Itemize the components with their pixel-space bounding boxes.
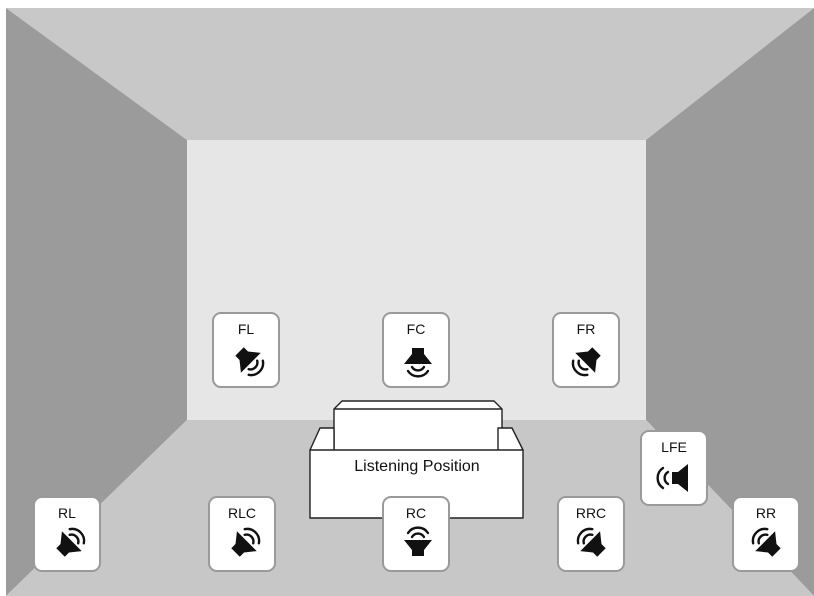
speaker-label: RRC	[559, 505, 623, 521]
speaker-label: RC	[384, 505, 448, 521]
speaker-front-right-icon	[568, 340, 608, 380]
speaker-label: LFE	[642, 439, 706, 455]
listening-position-label: Listening Position	[312, 458, 522, 476]
speaker-fc[interactable]: FC	[382, 312, 450, 388]
speaker-rear-center-icon	[398, 524, 438, 564]
speaker-rear-right-center-icon	[573, 524, 613, 564]
speaker-rlc[interactable]: RLC	[208, 496, 276, 572]
subwoofer-icon	[656, 458, 696, 498]
speaker-label: FR	[554, 321, 618, 337]
speaker-front-left-icon	[228, 340, 268, 380]
speaker-fr[interactable]: FR	[552, 312, 620, 388]
speaker-front-center-icon	[398, 340, 438, 380]
speaker-rc[interactable]: RC	[382, 496, 450, 572]
speaker-rear-right-icon	[748, 524, 788, 564]
speaker-label: RR	[734, 505, 798, 521]
speaker-rear-left-center-icon	[224, 524, 264, 564]
speaker-rr[interactable]: RR	[732, 496, 800, 572]
speaker-label: FC	[384, 321, 448, 337]
speaker-lfe[interactable]: LFE	[640, 430, 708, 506]
speaker-label: FL	[214, 321, 278, 337]
speaker-fl[interactable]: FL	[212, 312, 280, 388]
speaker-rear-left-icon	[49, 524, 89, 564]
speaker-rrc[interactable]: RRC	[557, 496, 625, 572]
speaker-label: RL	[35, 505, 99, 521]
speaker-rl[interactable]: RL	[33, 496, 101, 572]
speaker-label: RLC	[210, 505, 274, 521]
